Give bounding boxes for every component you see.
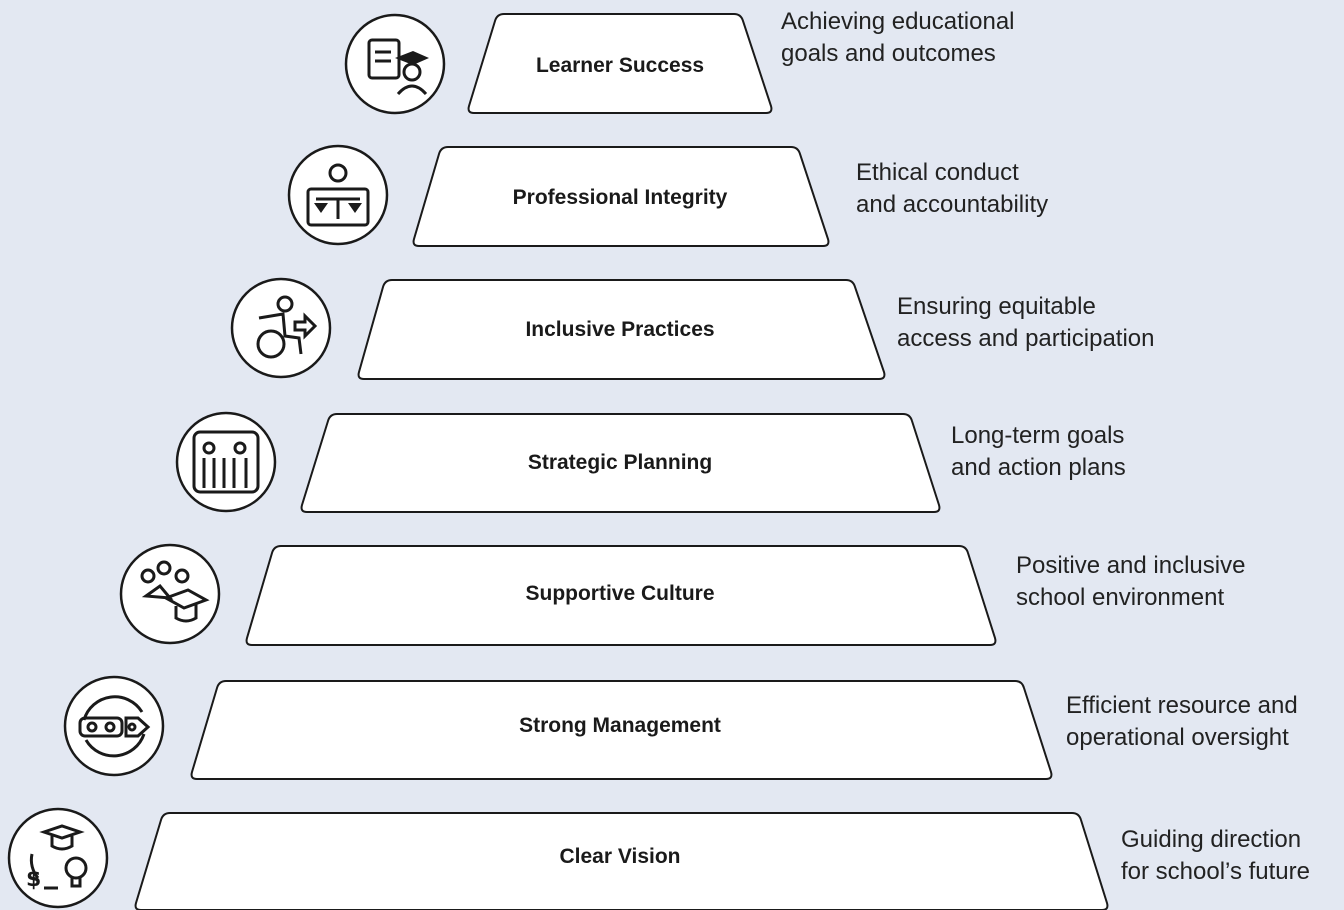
tier-title: Professional Integrity bbox=[512, 186, 728, 209]
community-graduation-icon bbox=[119, 543, 221, 645]
tier-trapezoid bbox=[190, 680, 1053, 780]
tier-description: Positive and inclusive school environmen… bbox=[1016, 552, 1246, 611]
tier-title: Learner Success bbox=[535, 54, 705, 77]
planning-columns-icon bbox=[175, 411, 277, 513]
tier-trapezoid bbox=[300, 413, 941, 513]
tier-description: Efficient resource and operational overs… bbox=[1066, 692, 1298, 751]
svg-text:$: $ bbox=[26, 867, 41, 892]
wheelchair-user-icon bbox=[230, 277, 332, 379]
tier-title: Supportive Culture bbox=[525, 582, 715, 605]
tier-title: Inclusive Practices bbox=[525, 318, 715, 341]
tier-description: Ethical conduct and accountability bbox=[856, 159, 1049, 218]
student-certificate-icon bbox=[344, 13, 446, 115]
tier-title: Strong Management bbox=[519, 714, 721, 737]
tier-trapezoid bbox=[134, 812, 1109, 910]
tier-trapezoid bbox=[245, 545, 997, 646]
tier-title: Strategic Planning bbox=[527, 451, 713, 474]
tier-description: Ensuring equitable access and participat… bbox=[897, 293, 1155, 352]
tier-trapezoid bbox=[467, 13, 773, 114]
tier-description: Long-term goals and action plans bbox=[951, 422, 1126, 481]
tier-description: Achieving educational goals and outcomes bbox=[781, 8, 1015, 67]
tier-trapezoid bbox=[357, 279, 886, 380]
management-gears-icon bbox=[63, 675, 165, 777]
scales-of-justice-icon bbox=[287, 144, 389, 246]
vision-cycle-icon: $ bbox=[7, 807, 109, 909]
tier-title: Clear Vision bbox=[559, 845, 681, 868]
tier-trapezoid bbox=[412, 146, 830, 247]
tier-description: Guiding direction for school’s future bbox=[1121, 826, 1310, 885]
